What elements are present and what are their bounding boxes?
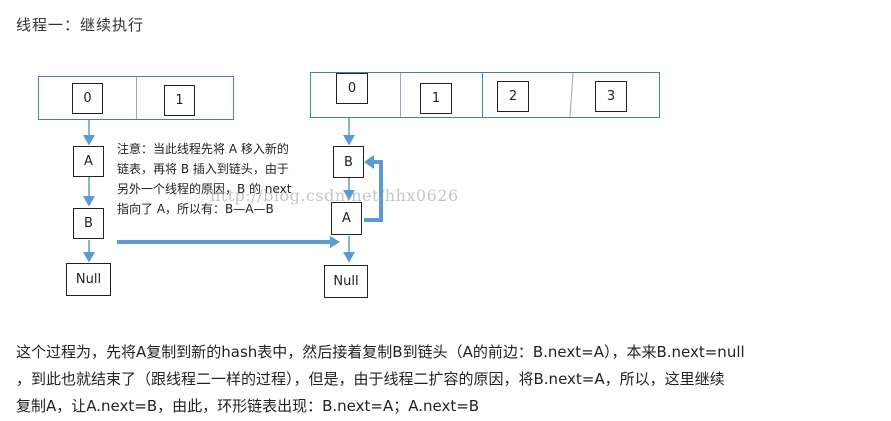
note-line-1: 注意：当此线程先将 A 移入新的 [117, 142, 289, 156]
left-node-a: A [73, 146, 104, 177]
note-line-2: 链表，再将 B 插入到链头，由于 [117, 162, 289, 176]
note-text: 注意：当此线程先将 A 移入新的 链表，再将 B 插入到链头，由于 另外一个线程… [117, 139, 327, 219]
right-bucket-2: 2 [497, 81, 529, 112]
section-title: 线程一：继续执行 [16, 16, 145, 34]
right-null-node: Null [324, 265, 368, 298]
paragraph-line-1: 这个过程为，先将A复制到新的hash表中，然后接着复制B到链头（A的前边：B.n… [16, 343, 745, 361]
arrow-a-back-to-b [364, 160, 383, 222]
left-bucket-separator [136, 77, 137, 119]
arrow-left-to-right-head [330, 236, 340, 248]
right-node-a: A [331, 202, 362, 235]
paragraph-line-3: 复制A，让A.next=B，由此，环形链表出现：B.next=A；A.next=… [16, 397, 480, 415]
left-bucket-0: 0 [72, 83, 103, 114]
right-bucket-3: 3 [595, 81, 627, 112]
left-null-node: Null [66, 263, 111, 296]
right-node-b: B [333, 146, 364, 178]
right-bucket-separator-3 [569, 73, 574, 117]
explanation-paragraph: 这个过程为，先将A复制到新的hash表中，然后接着复制B到链头（A的前边：B.n… [16, 339, 878, 420]
right-bucket-separator-2 [482, 73, 483, 117]
watermark-text: http://blog.csdn.net/hhx0626 [210, 186, 459, 205]
arrow-a-back-to-b-head [364, 155, 374, 169]
left-bucket-1: 1 [164, 85, 195, 116]
right-bucket-separator-1 [400, 73, 401, 117]
left-node-b: B [73, 208, 104, 239]
left-bucket-array [38, 76, 234, 120]
right-bucket-1: 1 [420, 83, 452, 114]
right-bucket-0: 0 [336, 73, 368, 104]
note-line-3: 另外一个线程的原因，B 的 next [117, 182, 292, 196]
paragraph-line-2: ，到此也就结束了（跟线程二一样的过程），但是，由于线程二扩容的原因，将B.nex… [16, 370, 725, 388]
note-line-4: 指向了 A，所以有：B—A—B [117, 202, 274, 216]
